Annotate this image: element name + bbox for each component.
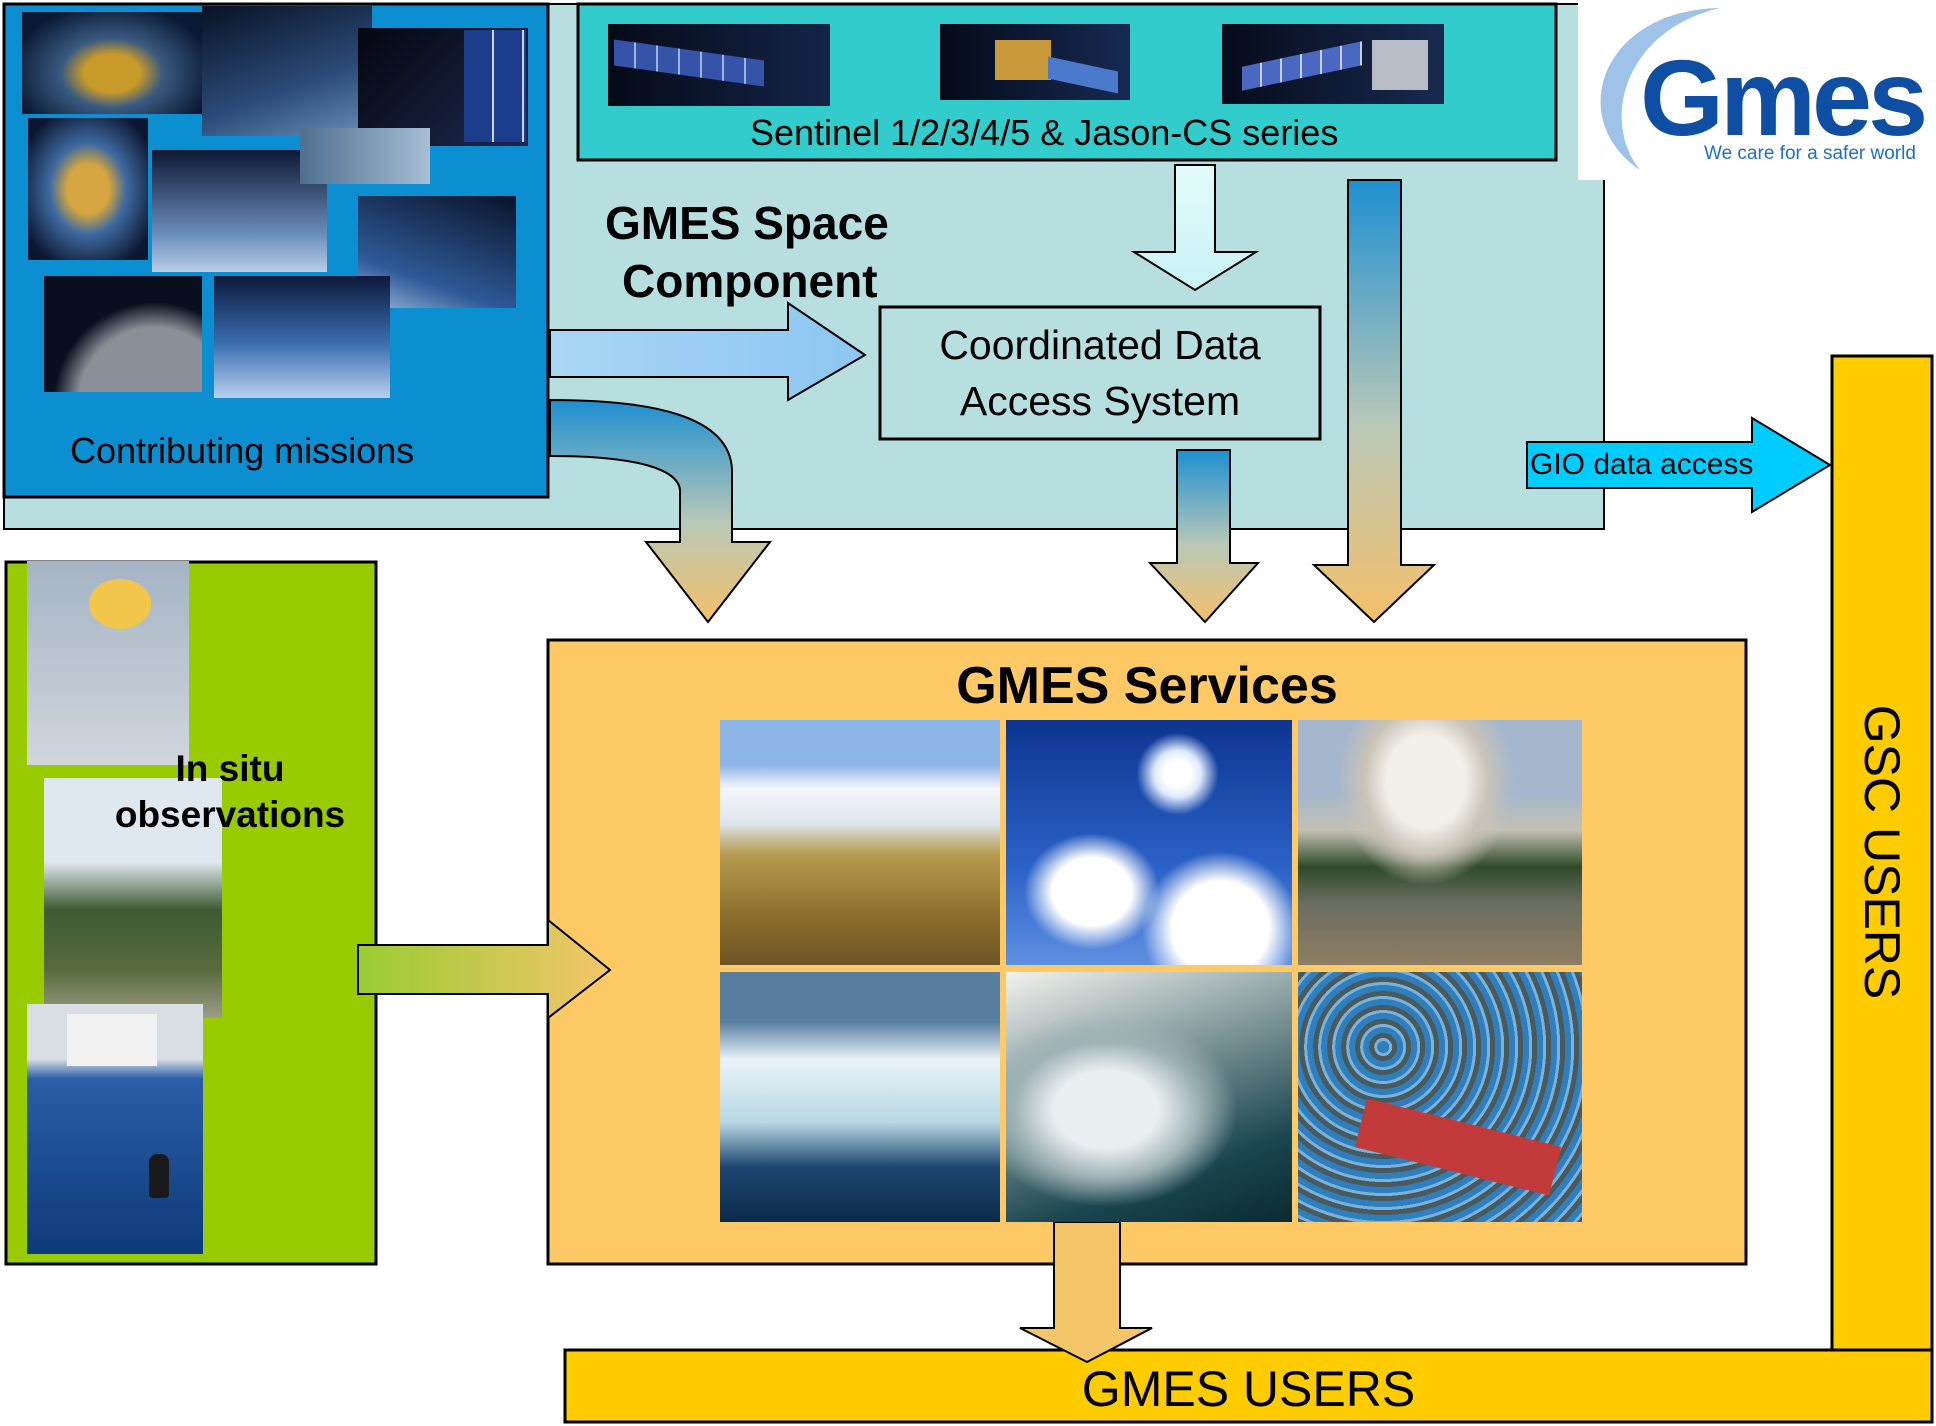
cdas-box: [878, 305, 1322, 441]
space-component-title-line1: GMES Space: [605, 197, 889, 249]
sentinel-label: Sentinel 1/2/3/4/5 & Jason-CS series: [750, 112, 1339, 153]
insitu-to-services-arrow: [357, 917, 612, 1021]
sentinel-photo-2: [940, 24, 1130, 100]
gio-data-access-label: GIO data access: [1530, 448, 1754, 481]
gmes-services-title: GMES Services: [956, 657, 1338, 715]
gmes-users-bar: [563, 1348, 1934, 1424]
gmes-logo-background: [1578, 0, 1936, 180]
contributing-missions-label: Contributing missions: [70, 430, 415, 471]
gsc-users-bar: [1830, 354, 1934, 1358]
services-to-users-arrow: [1019, 1221, 1153, 1364]
service-photo-harbour: [1298, 972, 1582, 1222]
mission-photo-9: [214, 276, 390, 398]
service-photo-iceberg: [720, 972, 1000, 1222]
service-photo-grassland: [720, 720, 1000, 965]
insitu-photo-balloon: [27, 561, 189, 765]
service-photo-sky: [1006, 720, 1292, 965]
cdas-label-line1: Coordinated Data: [939, 322, 1261, 368]
space-component-title-line2: Component: [622, 255, 878, 307]
gio-data-access-arrow: [1526, 416, 1832, 514]
insitu-photo-buoy: [27, 1004, 203, 1254]
service-photo-ocean-wave: [1006, 972, 1292, 1222]
mission-photo-2: [202, 6, 372, 136]
sentinel-to-cdas-arrow: [1130, 164, 1260, 292]
missions-to-cdas-arrow: [549, 301, 867, 402]
insitu-photo-station: [44, 778, 222, 1018]
mission-photo-8: [44, 276, 202, 392]
gsc-users-label: GSC USERS: [1854, 704, 1910, 1000]
gmes-logo-tagline: We care for a safer world: [1704, 143, 1916, 164]
service-photo-forest-fire: [1298, 720, 1582, 965]
gmes-users-label: GMES USERS: [1081, 1361, 1416, 1417]
sentinel-photo-1: [608, 24, 830, 106]
gmes-logo-swoosh: [1600, 8, 1720, 170]
mission-photo-1: [22, 12, 202, 114]
mission-photo-4: [28, 118, 148, 260]
cdas-to-services-arrow: [1147, 449, 1261, 624]
mission-photo-3: [358, 28, 528, 146]
missions-to-services-curved-arrow: [549, 398, 773, 624]
mission-photo-6: [300, 128, 430, 184]
gmes-logo-wordmark: Gmes: [1640, 37, 1928, 158]
mission-photo-5: [152, 150, 327, 272]
in-situ-label-line1: In situ: [175, 748, 285, 789]
cdas-label-line2: Access System: [959, 378, 1241, 424]
sentinel-photo-3: [1222, 24, 1444, 104]
sentinel-to-services-arrow: [1311, 179, 1437, 624]
in-situ-label-line2: observations: [114, 794, 346, 835]
